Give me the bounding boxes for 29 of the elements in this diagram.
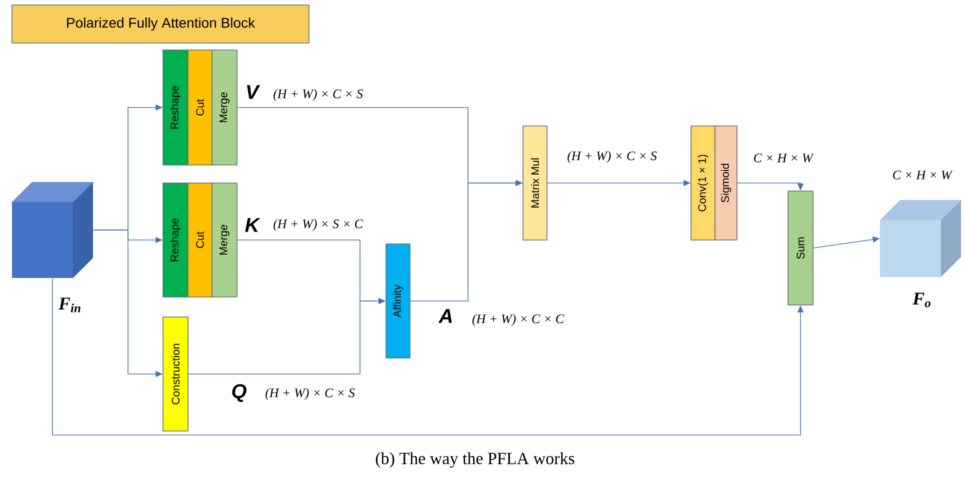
reshape-box: Reshape <box>162 182 188 298</box>
feature-label: F$_{in}$ <box>58 298 80 312</box>
caption: (b) The way the PFLA works <box>376 452 574 468</box>
dimension-label: (H + W) × C × S <box>274 89 363 101</box>
title-box: Polarized Fully Attention Block <box>12 4 310 44</box>
affinity-box: Affinity <box>386 244 410 358</box>
cube-drawing <box>12 182 93 278</box>
symbol-label: Q <box>232 384 246 402</box>
sum-box: Sum <box>788 190 814 306</box>
construction-box: Construction <box>162 316 188 432</box>
merge-box: Merge <box>212 50 238 166</box>
dimension-label: C × H × W <box>754 154 814 162</box>
dimension-label: C × H × W <box>893 170 953 180</box>
symbol-label: K <box>245 218 260 232</box>
dimension-label: (H + W) × C × S <box>568 151 657 163</box>
dimension-label: (H + W) × S × C <box>274 219 364 231</box>
reshape-box: Reshape <box>162 50 188 166</box>
symbol-label: A <box>438 309 452 323</box>
cut-box: Cut <box>188 182 212 298</box>
symbol-label: V <box>247 85 260 99</box>
dimension-label: (H + W) × C × C <box>472 314 564 326</box>
matrix-mul-box: Matrix Mul <box>522 126 548 240</box>
cube-drawing <box>880 200 961 277</box>
sigmoid-box: Sigmoid <box>714 126 738 240</box>
dimension-label: (H + W) × C × S <box>266 388 355 400</box>
cut-box: Cut <box>188 50 212 166</box>
conv-box: Conv(1 × 1) <box>690 126 716 240</box>
merge-box: Merge <box>212 182 238 298</box>
feature-label: F$_{o}$ <box>912 292 930 308</box>
